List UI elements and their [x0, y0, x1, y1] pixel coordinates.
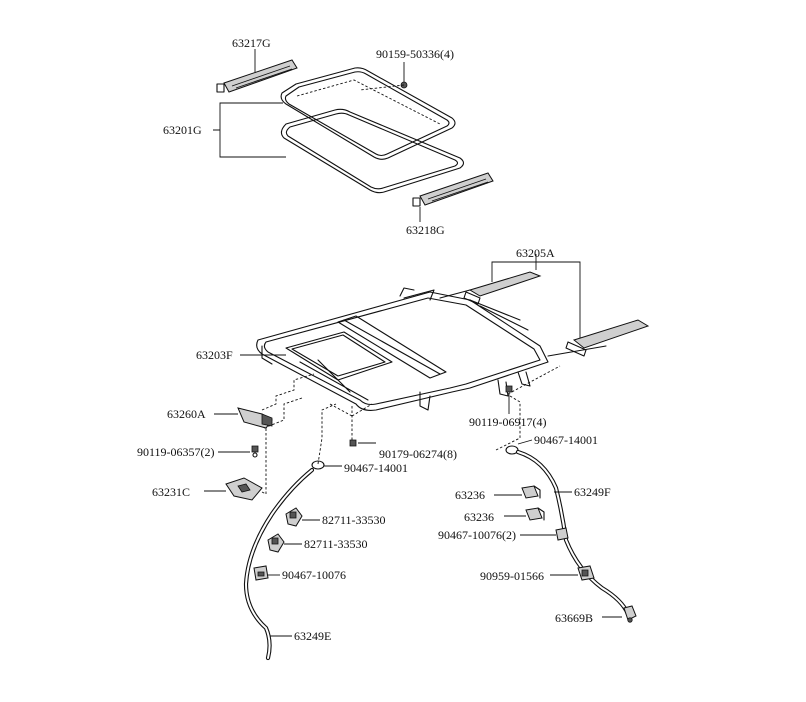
label-90467-14001-left: 90467-14001	[344, 461, 408, 475]
label-90119-06357: 90119-06357(2)	[137, 445, 215, 459]
label-82711-33530-b: 82711-33530	[304, 537, 368, 551]
label-63249E: 63249E	[294, 629, 331, 643]
screw-90179-06274	[349, 439, 357, 447]
clip-90467-10076	[253, 565, 269, 581]
part-labels: 63217G 90159-50336(4) 63201G 63218G 6320…	[137, 36, 611, 643]
drain-hose-63249E	[243, 467, 315, 661]
label-63260A: 63260A	[167, 407, 206, 421]
weatherstrip-63217G	[216, 59, 298, 93]
label-63236-a: 63236	[455, 488, 485, 502]
label-90467-14001-right: 90467-14001	[534, 433, 598, 447]
clip-90467-10076-2	[555, 527, 569, 541]
screw-90119-06917	[505, 385, 513, 393]
label-63231C: 63231C	[152, 485, 190, 499]
label-90959-01566: 90959-01566	[480, 569, 544, 583]
grommet-82711-33530-b	[267, 533, 285, 553]
drive-rail-63205A-upper	[439, 271, 542, 305]
label-90159-50336: 90159-50336(4)	[376, 47, 454, 61]
motor-63260A	[237, 407, 273, 429]
grommet-82711-33530-a	[285, 507, 303, 527]
label-90467-10076-2: 90467-10076(2)	[438, 528, 516, 542]
label-63205A: 63205A	[516, 246, 555, 260]
drain-hose-63249F	[515, 449, 631, 617]
label-82711-33530-a: 82711-33530	[322, 513, 386, 527]
leader-63201G	[213, 102, 286, 158]
label-90467-10076: 90467-10076	[282, 568, 346, 582]
clip-90959-01566	[577, 565, 595, 581]
valve-63669B	[623, 605, 637, 623]
bracket-63231C	[225, 477, 263, 501]
label-63201G: 63201G	[163, 123, 202, 137]
leader-63205A	[491, 254, 581, 338]
label-63218G: 63218G	[406, 223, 445, 237]
clamp-90467-14001-left	[311, 460, 325, 470]
sunroof-housing-frame	[256, 287, 549, 411]
clip-63236-a	[521, 485, 541, 499]
label-90179-06274: 90179-06274(8)	[379, 447, 457, 461]
screw-90119-06357	[251, 445, 259, 458]
label-63217G: 63217G	[232, 36, 271, 50]
leader-90467-14001-right	[517, 439, 533, 445]
weatherstrip-63218G	[412, 172, 494, 207]
drive-rail-63205A-lower	[547, 319, 650, 357]
label-63236-b: 63236	[464, 510, 494, 524]
label-63669B: 63669B	[555, 611, 593, 625]
clip-63236-b	[525, 507, 545, 521]
label-63203F: 63203F	[196, 348, 233, 362]
label-63249F: 63249F	[574, 485, 611, 499]
sunroof-glass-assembly	[280, 67, 465, 194]
label-90119-06917: 90119-06917(4)	[469, 415, 547, 429]
